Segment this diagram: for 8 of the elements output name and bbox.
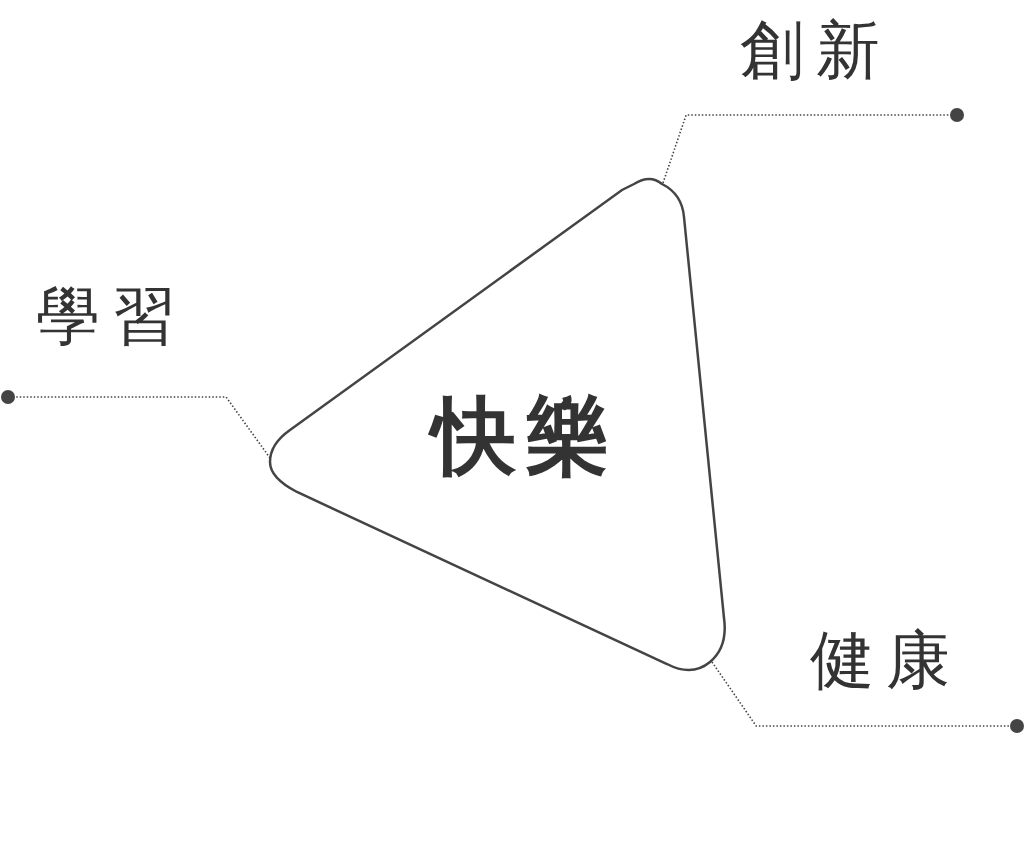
end-dot: [1010, 719, 1024, 733]
end-dot: [950, 108, 964, 122]
leader-line: [711, 661, 1011, 727]
end-dot: [1, 390, 15, 404]
leader-line: [662, 114, 951, 184]
category-label: 健康: [810, 628, 962, 692]
category-label: 學習: [36, 284, 188, 348]
category-label: 創新: [740, 18, 892, 82]
